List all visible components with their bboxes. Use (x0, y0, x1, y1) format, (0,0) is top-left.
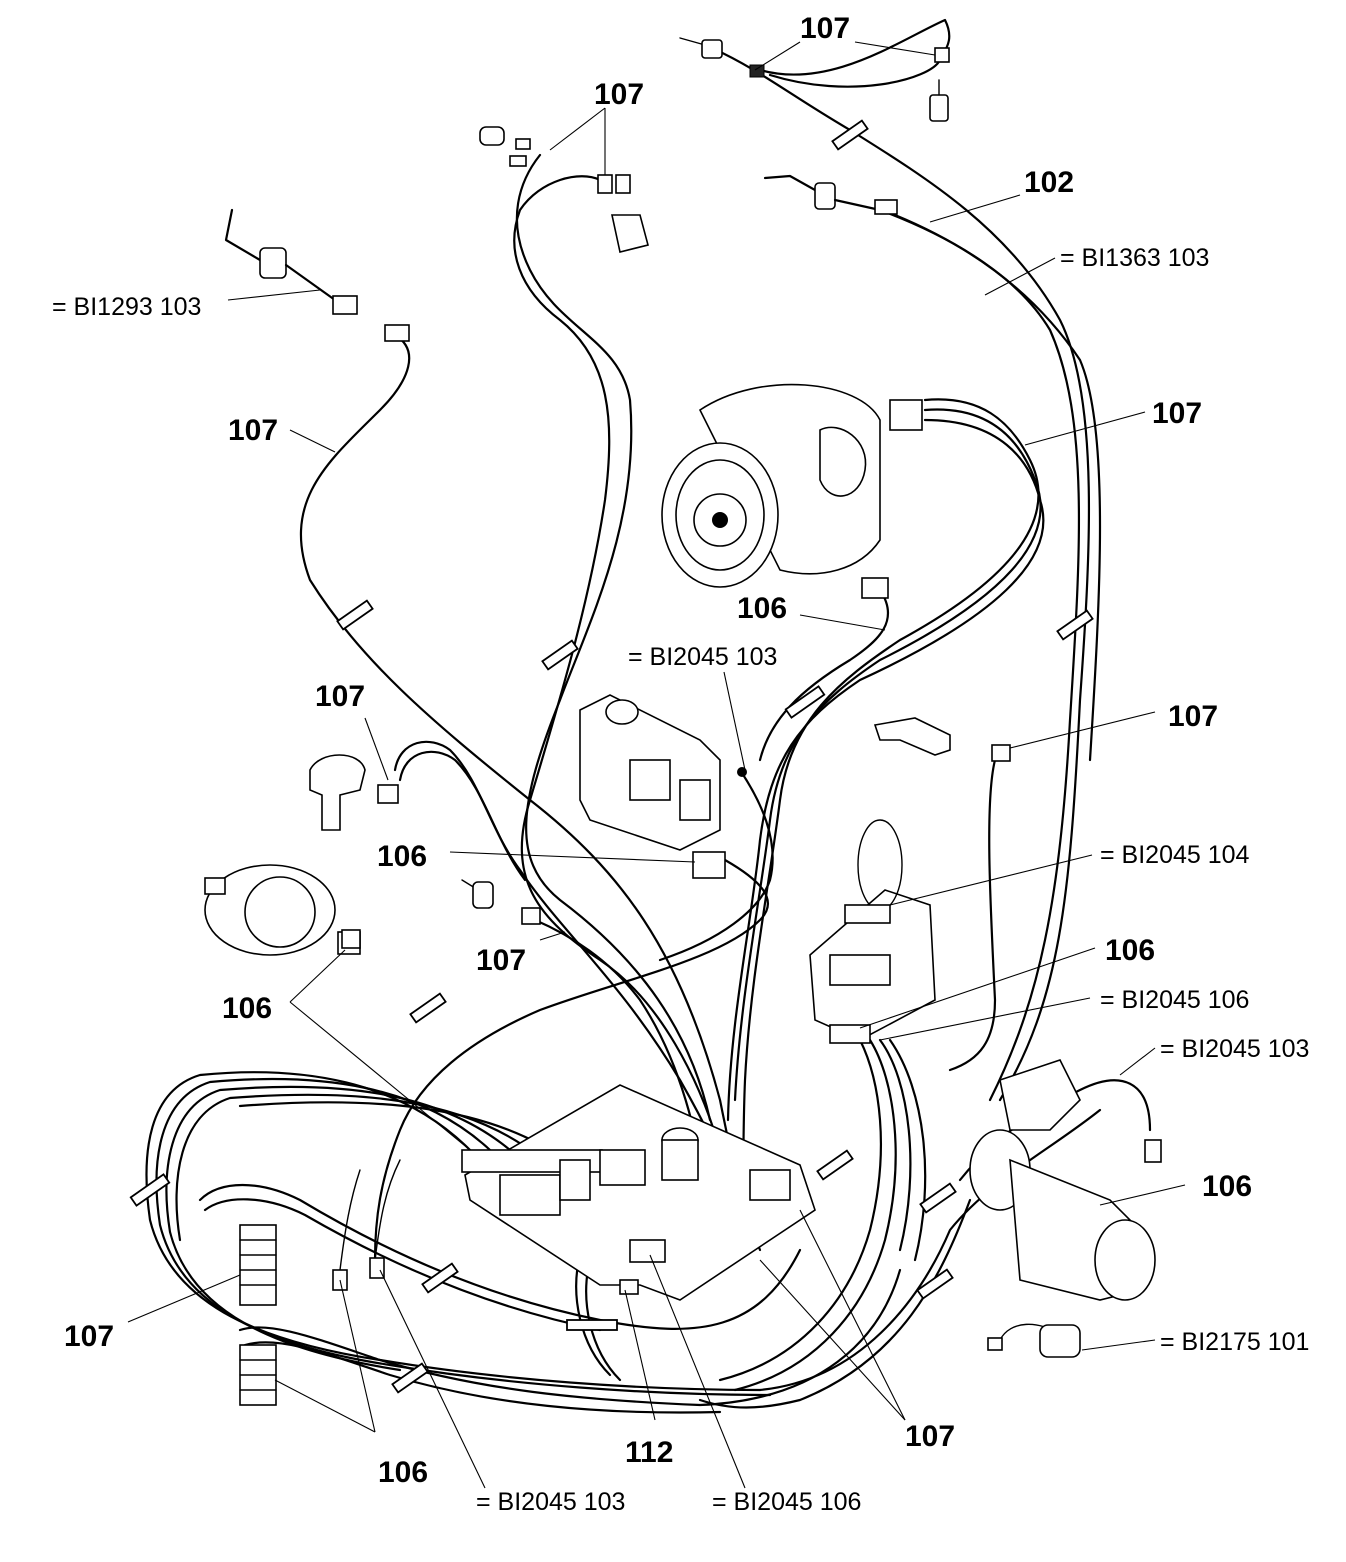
ref-bi1363-103: = BI1363 103 (1060, 244, 1209, 272)
label-107-left: 107 (228, 414, 278, 447)
label-107-sensor: 107 (476, 944, 526, 977)
capacitor (987, 1324, 1081, 1358)
label-102: 102 (1024, 166, 1074, 199)
label-107-mid: 107 (1168, 700, 1218, 733)
ref-bi2045-106-bottom: = BI2045 106 (712, 1488, 861, 1516)
loose-connectors (332, 929, 385, 1291)
pressure-switch (309, 754, 399, 831)
micro-switch (873, 717, 1011, 762)
label-112: 112 (625, 1436, 673, 1469)
terminal-block-lower (239, 1344, 277, 1406)
ref-bi2175-101: = BI2175 101 (1160, 1328, 1309, 1356)
fan-blower (661, 383, 923, 599)
label-107-bottom: 107 (905, 1420, 955, 1453)
label-106-board: 106 (1105, 934, 1155, 967)
gas-valve (579, 694, 747, 879)
label-107-topleft: 107 (594, 78, 644, 111)
ref-bi2045-104: = BI2045 104 (1100, 841, 1250, 869)
label-107-pressure: 107 (315, 680, 365, 713)
label-107-right: 107 (1152, 397, 1202, 430)
main-control-board (461, 1084, 816, 1301)
wire-break-marks (129, 119, 1094, 1394)
label-106-fan: 106 (737, 592, 787, 625)
flame-electrode (224, 208, 410, 342)
circulation-pump (969, 1059, 1162, 1301)
temperature-sensor-top (679, 37, 950, 122)
label-107-terminal: 107 (64, 1320, 114, 1353)
ref-bi2045-103-bottom: = BI2045 103 (476, 1488, 625, 1516)
ignition-electrode (763, 174, 898, 215)
label-107-top: 107 (800, 12, 850, 45)
ref-bi1293-103: = BI1293 103 (52, 293, 201, 321)
ref-bi2045-103-right: = BI2045 103 (1160, 1035, 1309, 1063)
label-106-gasvalve: 106 (377, 840, 427, 873)
ref-bi2045-103-top: = BI2045 103 (628, 643, 777, 671)
flow-switch-sensor (479, 126, 649, 253)
label-106-bottom: 106 (378, 1456, 428, 1489)
wire-harness (145, 18, 1152, 1414)
terminal-block-upper (239, 1224, 277, 1306)
leader-lines (127, 41, 1186, 1489)
temperature-sensor-mid (461, 879, 541, 925)
display-board (809, 819, 936, 1044)
part-number-labels: 107 107 102 107 107 106 107 107 106 107 … (52, 12, 1309, 1516)
label-106-pump: 106 (1202, 1170, 1252, 1203)
label-106-left: 106 (222, 992, 272, 1025)
ref-bi2045-106-right: = BI2045 106 (1100, 986, 1249, 1014)
diverter-valve-motor (204, 864, 361, 956)
